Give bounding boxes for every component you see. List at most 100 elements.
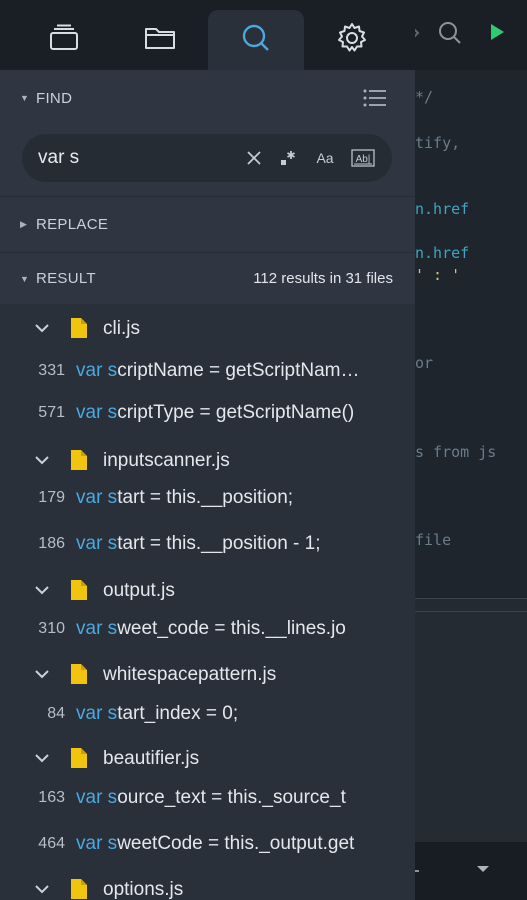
file-icon	[70, 317, 88, 344]
line-number: 331	[38, 362, 65, 379]
editor-background: */ tify, n.href n.href ' : ' or s from js file	[415, 0, 527, 900]
result-file-name: beautifier.js	[103, 748, 200, 769]
result-file-name: whitespacepattern.js	[103, 664, 277, 685]
dropdown-arrow-icon[interactable]	[475, 862, 491, 880]
line-number: 179	[38, 489, 65, 506]
result-match-row[interactable]: 310 var sweet_code = this.__lines.jo	[0, 608, 415, 650]
result-match-row[interactable]: 331 var scriptName = getScriptNam…	[0, 350, 415, 392]
file-icon	[70, 663, 88, 690]
file-icon	[70, 579, 88, 606]
chevron-down-icon[interactable]	[34, 751, 50, 769]
tab-settings[interactable]	[304, 10, 400, 70]
replace-section-header[interactable]: ▶ REPLACE	[0, 196, 415, 252]
replace-label: REPLACE	[36, 216, 109, 233]
code-line: file	[415, 531, 452, 549]
match-text: var sweet_code = this.__lines.jo	[76, 618, 382, 640]
match-rest: weetCode = this._output.get	[117, 833, 355, 854]
caret-down-icon: ▼	[20, 93, 29, 103]
match-highlight: var s	[76, 533, 118, 554]
svg-text:Ab|: Ab|	[356, 154, 371, 165]
result-match-row[interactable]: 179 var start = this.__position;	[0, 477, 415, 519]
result-file-name: output.js	[103, 580, 175, 601]
result-label: RESULT	[36, 270, 96, 287]
chevron-down-icon[interactable]	[34, 667, 50, 685]
result-file-row[interactable]: whitespacepattern.js	[0, 654, 415, 696]
run-icon[interactable]	[487, 20, 507, 49]
tab-search[interactable]	[208, 10, 304, 70]
result-file-row[interactable]: options.js	[0, 869, 415, 900]
editor-divider	[415, 598, 527, 612]
result-count: 112 results in 31 files	[253, 270, 393, 287]
file-icon	[70, 747, 88, 774]
match-rest: weet_code = this.__lines.jo	[117, 618, 346, 639]
caret-down-icon: ▼	[20, 273, 29, 284]
code-line: tify,	[415, 134, 461, 152]
match-text: var scriptName = getScriptNam…	[76, 360, 382, 382]
code-line: or	[415, 354, 434, 372]
match-highlight: var s	[76, 487, 118, 508]
chevron-down-icon[interactable]	[34, 321, 50, 339]
match-text: var start = this.__position - 1;	[76, 533, 382, 555]
match-text: var source_text = this._source_t	[76, 787, 382, 809]
result-match-row[interactable]: 571 var scriptType = getScriptName()	[0, 392, 415, 434]
list-icon[interactable]	[363, 89, 387, 112]
match-rest: criptType = getScriptName()	[117, 402, 355, 423]
clear-icon[interactable]	[242, 146, 266, 170]
tab-tabs[interactable]	[16, 10, 112, 70]
editor-bottom-bar	[415, 842, 527, 900]
result-file-row[interactable]: output.js	[0, 570, 415, 612]
line-number: 310	[38, 620, 65, 637]
file-icon	[70, 878, 88, 900]
stack-icon	[48, 24, 80, 57]
match-rest: tart_index = 0;	[117, 703, 239, 724]
match-text: var scriptType = getScriptName()	[76, 402, 382, 424]
chevron-down-icon[interactable]	[34, 453, 50, 471]
line-number: 163	[38, 789, 65, 806]
match-rest: criptName = getScriptNam…	[117, 360, 360, 381]
file-icon	[70, 449, 88, 476]
whole-word-icon[interactable]: Ab|	[350, 146, 376, 170]
find-section-header[interactable]: ▼ FIND	[0, 70, 415, 126]
code-line: n.href	[415, 200, 470, 218]
match-highlight: var s	[76, 787, 118, 808]
match-rest: tart = this.__position - 1;	[117, 533, 321, 554]
match-rest: ource_text = this._source_t	[117, 787, 346, 808]
divider-mark	[415, 870, 419, 872]
result-file-name: options.js	[103, 879, 184, 900]
result-file-row[interactable]: beautifier.js	[0, 738, 415, 780]
result-section-header[interactable]: ▼ RESULT 112 results in 31 files	[0, 252, 415, 304]
result-match-row[interactable]: 163 var source_text = this._source_t	[0, 777, 415, 819]
sidebar-tabbar	[0, 0, 415, 70]
match-highlight: var s	[76, 703, 118, 724]
match-text: var start = this.__position;	[76, 487, 382, 509]
code-line: n.href	[415, 244, 470, 262]
find-input[interactable]	[38, 146, 228, 170]
search-icon[interactable]	[437, 20, 463, 51]
match-highlight: var s	[76, 402, 118, 423]
code-line: */	[415, 88, 434, 106]
tab-files[interactable]	[112, 10, 208, 70]
search-icon	[241, 23, 271, 58]
search-sidebar: ▼ FIND Aa Ab| ▶	[0, 0, 415, 900]
editor-lower-pane	[415, 612, 527, 842]
line-number: 571	[38, 404, 65, 421]
result-file-row[interactable]: inputscanner.js	[0, 440, 415, 482]
chevron-down-icon[interactable]	[34, 882, 50, 900]
result-match-row[interactable]: 186 var start = this.__position - 1;	[0, 523, 415, 565]
regex-icon[interactable]	[276, 146, 300, 170]
chevron-right-icon[interactable]	[415, 26, 421, 45]
match-case-icon[interactable]: Aa	[316, 150, 334, 166]
match-text: var sweetCode = this._output.get	[76, 833, 382, 855]
find-label: FIND	[36, 89, 73, 107]
code-line: s from js	[415, 443, 497, 461]
line-number: 186	[38, 535, 65, 552]
result-file-row[interactable]: cli.js	[0, 308, 415, 350]
caret-right-icon: ▶	[20, 219, 27, 229]
chevron-down-icon[interactable]	[34, 583, 50, 601]
code-line: ' : '	[415, 266, 461, 284]
match-text: var start_index = 0;	[76, 703, 382, 725]
